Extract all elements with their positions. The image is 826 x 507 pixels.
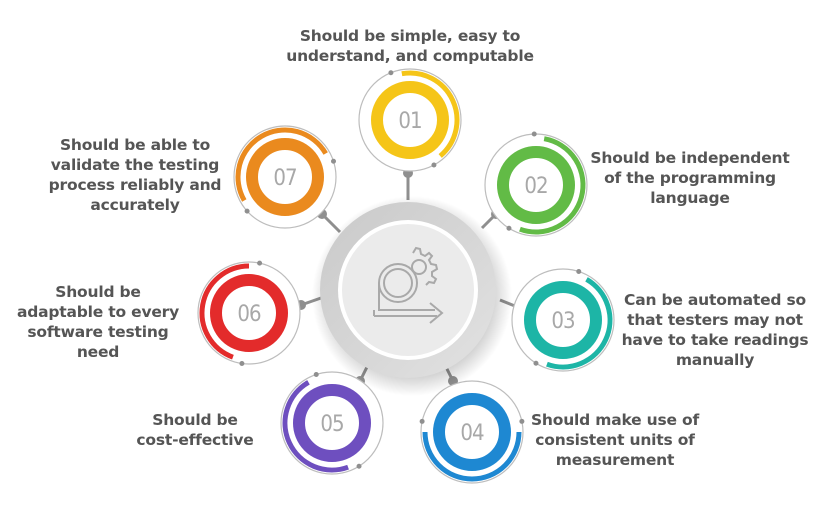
node-end-dot bbox=[313, 371, 319, 377]
node-03: 03 bbox=[511, 268, 615, 372]
node-07: 07 bbox=[233, 125, 337, 229]
node-accent-arc bbox=[519, 136, 586, 235]
label-06: Should be adaptable to every software te… bbox=[16, 283, 180, 361]
node-end-dot bbox=[519, 418, 525, 424]
node-ring bbox=[210, 274, 288, 352]
node-end-dot bbox=[576, 268, 582, 274]
node-ring bbox=[371, 81, 449, 159]
label-03: Can be automated so that testers may not… bbox=[621, 291, 809, 369]
node-ring bbox=[497, 146, 575, 224]
node-accent-arc bbox=[546, 277, 613, 370]
node-number: 06 bbox=[237, 302, 261, 327]
node-accent-arc bbox=[235, 127, 328, 202]
node-end-dot bbox=[533, 360, 539, 366]
node-end-dot bbox=[419, 418, 425, 424]
node-02: 02 bbox=[484, 131, 588, 237]
node-ring bbox=[293, 384, 371, 462]
node-end-dot bbox=[506, 225, 512, 231]
node-05: 05 bbox=[280, 371, 384, 475]
node-end-dot bbox=[388, 70, 394, 76]
label-04: Should make use of consistent units of m… bbox=[530, 411, 700, 469]
node-number: 03 bbox=[551, 309, 575, 334]
node-number: 05 bbox=[320, 412, 343, 437]
agile-gear-cycle-icon bbox=[373, 246, 444, 324]
label-02: Should be independent of the programming… bbox=[590, 149, 790, 207]
node-number: 04 bbox=[460, 421, 484, 446]
nodes: 01 02 03 04 05 06 07 bbox=[197, 68, 615, 484]
node-end-dot bbox=[257, 260, 263, 266]
node-end-dot bbox=[239, 361, 245, 367]
node-ring bbox=[524, 281, 602, 359]
node-end-dot bbox=[531, 131, 537, 137]
node-end-dot bbox=[356, 463, 362, 469]
node-accent-arc bbox=[401, 70, 460, 158]
node-number: 02 bbox=[524, 174, 547, 199]
node-number: 07 bbox=[273, 166, 296, 191]
node-number: 01 bbox=[398, 109, 421, 134]
label-05: Should be cost-effective bbox=[136, 411, 254, 449]
label-07: Should be able to validate the testing p… bbox=[48, 136, 222, 214]
node-04: 04 bbox=[419, 380, 525, 484]
node-06: 06 bbox=[197, 260, 301, 367]
node-accent-arc bbox=[199, 263, 250, 360]
node-end-dot bbox=[431, 162, 437, 168]
node-01: 01 bbox=[358, 68, 462, 172]
node-accent-arc bbox=[422, 431, 522, 482]
node-ring bbox=[246, 138, 324, 216]
node-end-dot bbox=[244, 208, 250, 214]
hub bbox=[312, 196, 512, 396]
node-ring bbox=[433, 393, 511, 471]
label-01: Should be simple, easy to understand, an… bbox=[286, 27, 534, 65]
node-end-dot bbox=[331, 158, 337, 164]
node-accent-arc bbox=[282, 380, 349, 473]
